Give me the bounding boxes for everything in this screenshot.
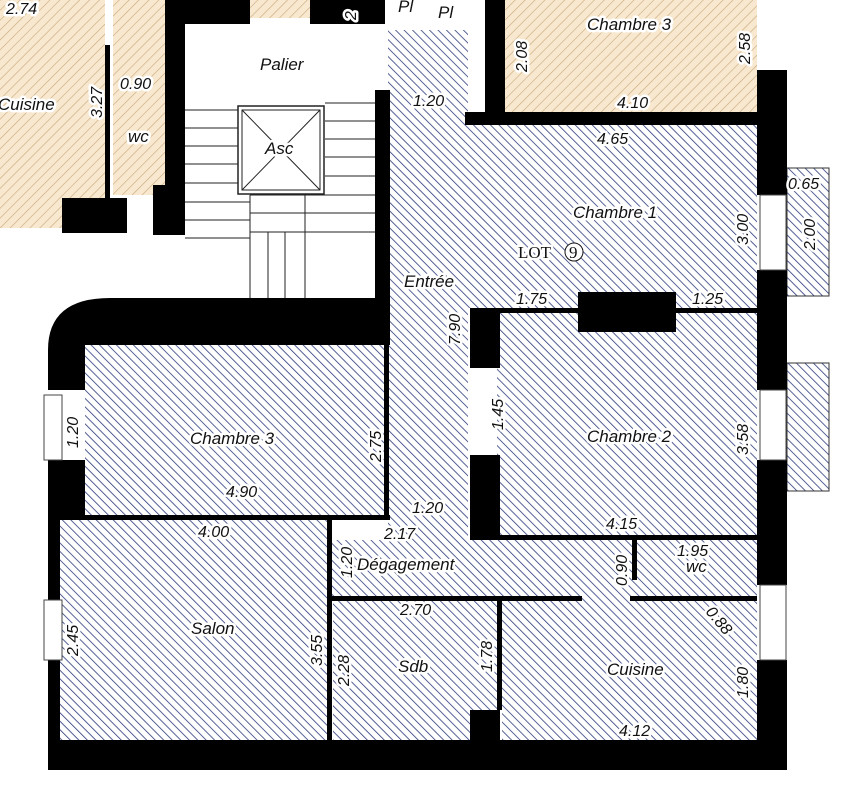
dim-label: 3.00 (735, 214, 752, 245)
dim-label: 1.20 (65, 417, 82, 448)
dim-label: 2.75 (368, 431, 385, 463)
apartment-lot-9 (60, 30, 830, 740)
lot-number: 9 (569, 243, 578, 262)
dim-label: 4.12 (619, 723, 650, 740)
room-label-chambre-2: Chambre 2 (587, 427, 672, 446)
neighbor-chambre-3 (505, 0, 757, 112)
dim-label: 3.55 (309, 635, 326, 666)
dim-label: 1.45 (490, 399, 507, 430)
dim-label: 2.17 (383, 526, 416, 543)
dim-label: 0.65 (788, 176, 819, 193)
room-label-chambre-3: Chambre 3 (190, 429, 275, 448)
dim-label: 0.90 (614, 555, 631, 586)
room-label-placard-1: Pl (398, 0, 414, 16)
neighbor-closet (250, 0, 310, 18)
dim-label: 4.65 (597, 131, 628, 148)
dim-label: 4.90 (226, 484, 257, 501)
elevator (237, 105, 325, 195)
walls (48, 0, 787, 770)
dim-label: 1.20 (412, 500, 443, 517)
dim-label: 1.75 (516, 291, 547, 308)
room-label-elevator: Asc (264, 139, 294, 158)
dim-label: 2.00 (802, 219, 819, 251)
windows (43, 194, 787, 661)
dim-label: 3.27 (89, 86, 106, 118)
room-label-salon: Salon (191, 619, 234, 638)
dim-label: 1.80 (735, 667, 752, 698)
dim-label: 2.58 (737, 33, 754, 65)
dim-label: 0.90 (120, 76, 151, 93)
dim-label: 1.25 (692, 291, 723, 308)
dim-label: 4.00 (198, 524, 229, 541)
room-label-cuisine: Cuisine (607, 660, 664, 679)
room-label-chambre-1: Chambre 1 (573, 203, 657, 222)
room-label-wc: wc (686, 557, 707, 576)
room-label-wc-neighbor: wc (128, 127, 149, 146)
room-label-sdb: Sdb (398, 657, 428, 676)
room-label-palier: Palier (260, 55, 305, 74)
dim-label: 4.15 (606, 516, 637, 533)
dim-label: 2.08 (514, 41, 531, 73)
dim-label: 2.74 (5, 1, 37, 18)
dim-label: 1.20 (413, 93, 444, 110)
neighbor-apartment-left (0, 0, 168, 228)
room-label-cuisine-neighbor: Cuisine (0, 95, 55, 114)
dim-label: 1.20 (339, 547, 356, 578)
lot-label: LOT (518, 243, 552, 262)
dim-label: 1.95 (677, 543, 708, 560)
dim-label: 2.70 (399, 602, 431, 619)
dim-label: 2.45 (65, 625, 82, 657)
stairwell (185, 24, 377, 300)
dim-label: 2.28 (336, 655, 353, 687)
dim-label: 4.10 (617, 95, 648, 112)
room-label-placard-2: Pl (438, 3, 454, 22)
dim-label: 2 (343, 11, 360, 21)
lot-number-circle (564, 242, 584, 262)
dim-label: 1.78 (479, 641, 496, 672)
dim-label: 7.90 (447, 314, 464, 345)
room-label-entree: Entrée (404, 272, 454, 291)
dim-label: 3.58 (735, 424, 752, 455)
room-label-degagement: Dégagement (357, 555, 456, 574)
room-label-chambre-3-neighbor: Chambre 3 (587, 15, 672, 34)
